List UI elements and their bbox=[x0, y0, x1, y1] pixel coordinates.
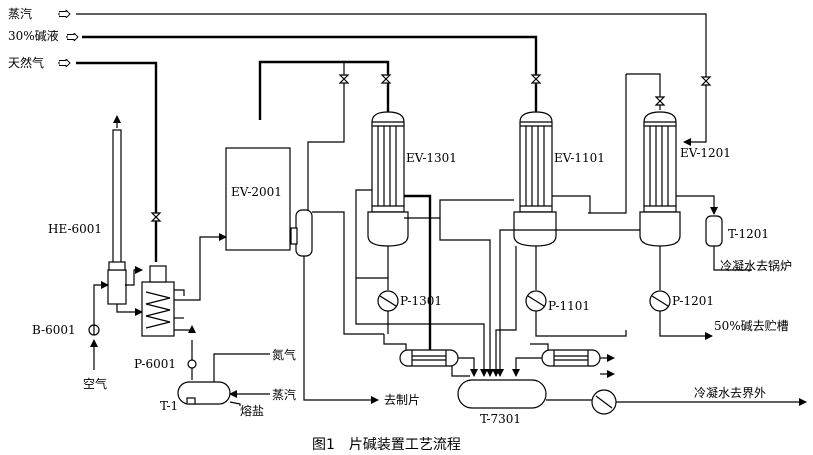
condensate-boiler-label: 冷凝水去锅炉 bbox=[720, 258, 792, 273]
t-1201: T-1201 冷凝水去锅炉 bbox=[705, 215, 792, 273]
gas-label: 天然气 bbox=[8, 55, 44, 70]
he-6001-label: HE-6001 bbox=[48, 222, 102, 236]
ev-2001: EV-2001 bbox=[225, 147, 313, 257]
p-1301-label: P-1301 bbox=[400, 294, 442, 308]
p-1201-label: P-1201 bbox=[672, 294, 714, 308]
p-1101: P-1101 bbox=[525, 290, 590, 313]
steam2-label: 蒸汽 bbox=[272, 387, 296, 402]
gas-header: 天然气 bbox=[8, 55, 158, 262]
b-6001-label: B-6001 bbox=[32, 323, 76, 337]
p-6001-label: P-6001 bbox=[134, 357, 176, 371]
cooler-left bbox=[383, 334, 478, 377]
t-1201-label: T-1201 bbox=[728, 227, 769, 241]
he-6001: HE-6001 bbox=[48, 115, 127, 305]
ev-1101: EV-1101 bbox=[513, 111, 605, 247]
figure-caption: 图1 片碱装置工艺流程 bbox=[312, 437, 461, 453]
b-6001: B-6001 空气 bbox=[32, 281, 109, 391]
condensate-out-label: 冷凝水去界外 bbox=[694, 385, 766, 400]
lye-label: 30%碱液 bbox=[8, 28, 59, 43]
nitrogen-label: 氮气 bbox=[272, 347, 296, 362]
steam-label: 蒸汽 bbox=[8, 6, 32, 21]
melt-salt-label: 熔盐 bbox=[240, 403, 264, 418]
lye50-label: 50%碱去贮槽 bbox=[714, 318, 789, 333]
lye-header: 30%碱液 bbox=[8, 28, 538, 78]
p-1201: P-1201 bbox=[649, 290, 714, 312]
ev-1101-label: EV-1101 bbox=[554, 151, 605, 165]
t-1-label: T-1 bbox=[160, 399, 178, 413]
ev-1301: EV-1301 bbox=[367, 111, 457, 247]
p-6001: P-6001 bbox=[134, 340, 197, 380]
to-flaking-label: 去制片 bbox=[384, 393, 420, 407]
p-1101-label: P-1101 bbox=[548, 299, 590, 313]
ev-1301-label: EV-1301 bbox=[406, 151, 457, 165]
ev-1201: EV-1201 bbox=[639, 111, 731, 247]
ev-1201-label: EV-1201 bbox=[680, 146, 731, 160]
steam-header: 蒸汽 bbox=[8, 6, 707, 146]
t-7301-label: T-7301 bbox=[480, 412, 521, 426]
t-1: T-1 氮气 蒸汽 熔盐 bbox=[160, 347, 296, 418]
valves bbox=[150, 74, 712, 222]
p-1301: P-1301 bbox=[377, 290, 442, 334]
feed-line-ev1301 bbox=[258, 60, 390, 120]
ev-2001-label: EV-2001 bbox=[231, 185, 282, 199]
t-7301: T-7301 冷凝水去界外 bbox=[457, 379, 807, 426]
cooler-right bbox=[512, 343, 615, 378]
air-label: 空气 bbox=[83, 376, 107, 391]
heater-coil bbox=[141, 265, 185, 337]
